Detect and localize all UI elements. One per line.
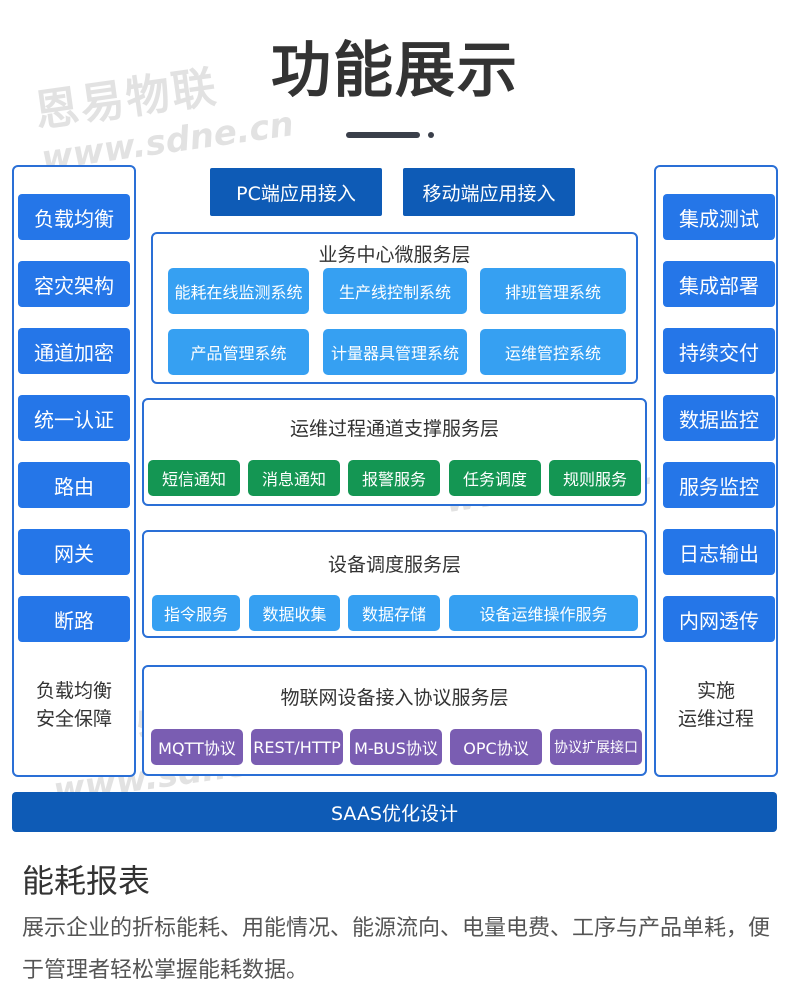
business-layer: 业务中心微服务层 能耗在线监测系统 生产线控制系统 排班管理系统 产品管理系统 …	[151, 232, 638, 384]
ops-item-rules[interactable]: 规则服务	[549, 460, 641, 496]
ops-item-message[interactable]: 消息通知	[248, 460, 340, 496]
title-underline-dot	[428, 132, 434, 138]
iot-item-mbus[interactable]: M-BUS协议	[350, 729, 442, 765]
mobile-access-button[interactable]: 移动端应用接入	[403, 168, 575, 216]
device-item-ops-operation[interactable]: 设备运维操作服务	[449, 595, 638, 631]
left-item-load-balance[interactable]: 负载均衡	[18, 194, 130, 240]
section-description: 展示企业的折标能耗、用能情况、能源流向、电量电费、工序与产品单耗，便于管理者轻松…	[22, 916, 771, 983]
left-footer-line: 负载均衡	[35, 680, 112, 702]
iot-item-opc[interactable]: OPC协议	[450, 729, 542, 765]
left-panel-footer: 负载均衡 安全保障	[12, 677, 136, 733]
title-underline	[346, 132, 420, 138]
page-title: 功能展示	[271, 36, 519, 106]
right-item-integration-test[interactable]: 集成测试	[663, 194, 775, 240]
left-item-gateway[interactable]: 网关	[18, 529, 130, 575]
device-layer-title: 设备调度服务层	[327, 554, 461, 576]
right-panel: 集成测试 集成部署 持续交付 数据监控 服务监控 日志输出 内网透传 实施 运维…	[654, 165, 778, 777]
right-footer-line: 运维过程	[677, 708, 754, 730]
business-layer-title: 业务中心微服务层	[318, 244, 471, 266]
ops-layer-title: 运维过程通道支撑服务层	[289, 418, 499, 440]
iot-item-protocol-extension[interactable]: 协议扩展接口	[550, 729, 642, 765]
device-item-data-storage[interactable]: 数据存储	[348, 595, 440, 631]
business-item-meter-management[interactable]: 计量器具管理系统	[323, 329, 467, 375]
ops-item-alarm[interactable]: 报警服务	[348, 460, 440, 496]
iot-layer: 物联网设备接入协议服务层 MQTT协议 REST/HTTP M-BUS协议 OP…	[142, 665, 647, 776]
left-item-circuit-breaker[interactable]: 断路	[18, 596, 130, 642]
device-item-command[interactable]: 指令服务	[152, 595, 240, 631]
device-item-data-collection[interactable]: 数据收集	[249, 595, 340, 631]
right-footer-line: 实施	[696, 680, 735, 702]
right-item-service-monitor[interactable]: 服务监控	[663, 462, 775, 508]
right-item-continuous-delivery[interactable]: 持续交付	[663, 328, 775, 374]
iot-item-rest-http[interactable]: REST/HTTP	[251, 729, 343, 765]
left-item-channel-encryption[interactable]: 通道加密	[18, 328, 130, 374]
section-heading: 能耗报表	[22, 862, 151, 900]
iot-layer-title: 物联网设备接入协议服务层	[280, 687, 509, 709]
ops-item-sms[interactable]: 短信通知	[148, 460, 240, 496]
right-panel-footer: 实施 运维过程	[654, 677, 778, 733]
right-item-integration-deploy[interactable]: 集成部署	[663, 261, 775, 307]
business-item-production-control[interactable]: 生产线控制系统	[323, 268, 467, 314]
business-item-product-management[interactable]: 产品管理系统	[168, 329, 309, 375]
right-item-data-monitor[interactable]: 数据监控	[663, 395, 775, 441]
right-item-intranet-penetration[interactable]: 内网透传	[663, 596, 775, 642]
business-item-energy-monitor[interactable]: 能耗在线监测系统	[168, 268, 309, 314]
right-item-log-output[interactable]: 日志输出	[663, 529, 775, 575]
device-layer: 设备调度服务层 指令服务 数据收集 数据存储 设备运维操作服务	[142, 530, 647, 638]
ops-item-task-scheduling[interactable]: 任务调度	[449, 460, 541, 496]
saas-bar: SAAS优化设计	[12, 792, 777, 832]
iot-item-mqtt[interactable]: MQTT协议	[151, 729, 243, 765]
ops-layer: 运维过程通道支撑服务层 短信通知 消息通知 报警服务 任务调度 规则服务	[142, 398, 647, 506]
pc-access-button[interactable]: PC端应用接入	[210, 168, 382, 216]
business-item-ops-control[interactable]: 运维管控系统	[480, 329, 626, 375]
left-item-routing[interactable]: 路由	[18, 462, 130, 508]
left-item-disaster-recovery[interactable]: 容灾架构	[18, 261, 130, 307]
left-footer-line: 安全保障	[35, 708, 112, 730]
left-item-unified-auth[interactable]: 统一认证	[18, 395, 130, 441]
left-panel: 负载均衡 容灾架构 通道加密 统一认证 路由 网关 断路 负载均衡 安全保障	[12, 165, 136, 777]
business-item-shift-management[interactable]: 排班管理系统	[480, 268, 626, 314]
